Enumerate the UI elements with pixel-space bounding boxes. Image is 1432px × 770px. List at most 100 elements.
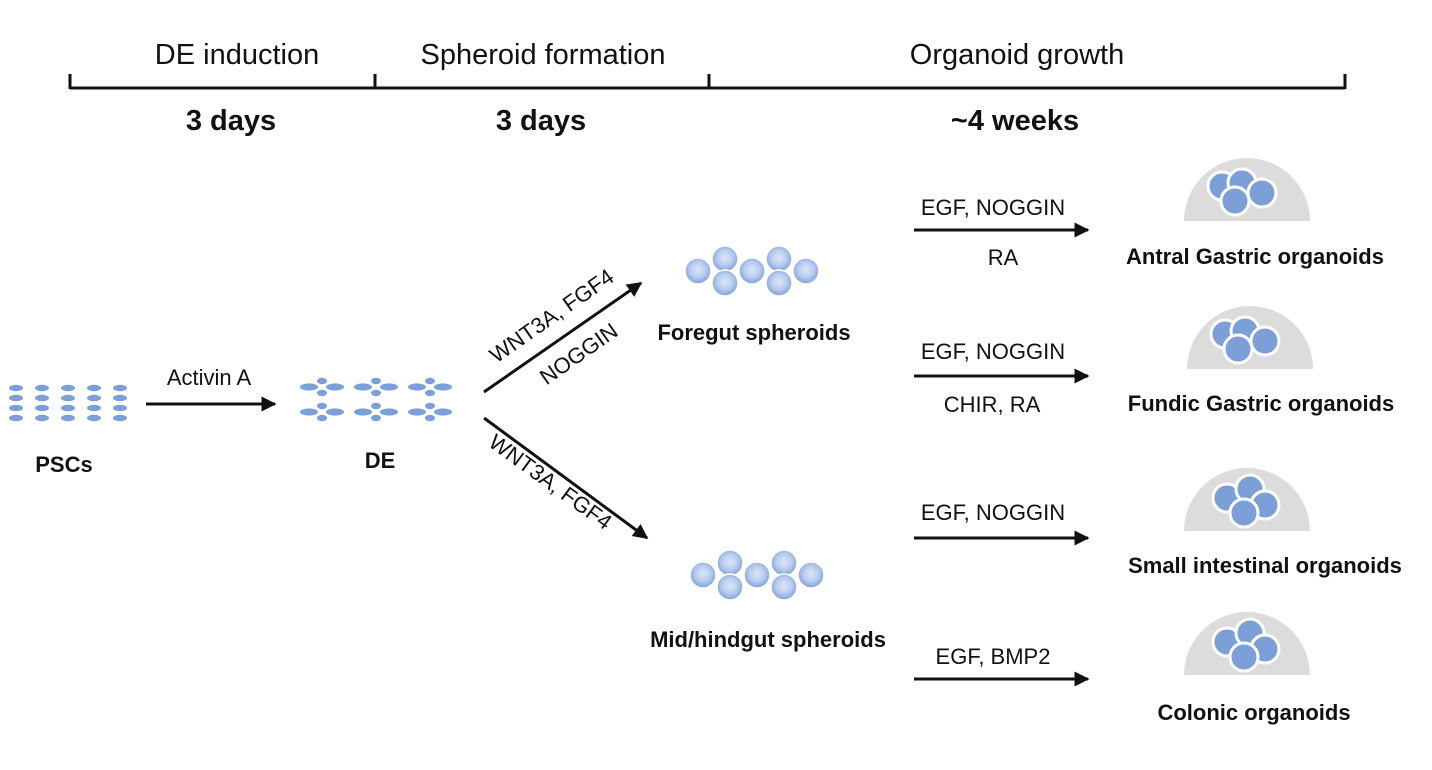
- psc-cells-icon: [9, 384, 127, 422]
- de-cell: [434, 383, 452, 391]
- spheroid: [711, 269, 739, 297]
- de-cell: [434, 408, 452, 416]
- de-cell: [408, 383, 426, 391]
- de-cell: [371, 414, 381, 422]
- de-cell-cluster: [300, 377, 344, 397]
- psc-cell: [113, 384, 127, 392]
- organoid-bud: [1222, 333, 1254, 365]
- duration-spheroid-formation: 3 days: [496, 105, 586, 137]
- de-cell: [425, 389, 435, 397]
- organoid-bud: [1219, 185, 1251, 217]
- psc-cell: [87, 414, 101, 422]
- psc-cell: [87, 404, 101, 412]
- psc-cell: [87, 394, 101, 402]
- de-cell: [425, 377, 435, 385]
- de-cell: [317, 377, 327, 385]
- fundic-organoid-label: Fundic Gastric organoids: [1128, 391, 1394, 416]
- small-intestinal-factors-top: EGF, NOGGIN: [921, 500, 1065, 525]
- de-cell-cluster: [354, 377, 398, 397]
- duration-de-induction: 3 days: [186, 105, 276, 137]
- psc-cell: [9, 394, 23, 402]
- spheroid: [716, 573, 744, 601]
- colonic-organoid-icon: [1184, 612, 1310, 675]
- small-intestinal-organoid-icon: [1184, 468, 1310, 531]
- spheroid: [765, 245, 793, 273]
- fundic-factors-top: EGF, NOGGIN: [921, 339, 1065, 364]
- organoid-branch-fundic: EGF, NOGGIN CHIR, RA Fundic Gastric orga…: [914, 306, 1394, 417]
- organoid-branch-small-intestinal: EGF, NOGGIN Small intestinal organoids: [914, 468, 1402, 578]
- de-cell: [408, 408, 426, 416]
- organoid-bud: [1246, 177, 1278, 209]
- organoid-bud: [1228, 497, 1260, 529]
- de-cell: [300, 408, 318, 416]
- psc-cell: [35, 384, 49, 392]
- organoid-bud: [1249, 325, 1281, 357]
- antral-organoid-label: Antral Gastric organoids: [1126, 244, 1384, 269]
- foregut-spheroids-icon: [684, 245, 820, 297]
- foregut-arrow: [483, 281, 643, 394]
- psc-cell: [35, 394, 49, 402]
- spheroid: [765, 269, 793, 297]
- psc-cell: [87, 384, 101, 392]
- psc-cell: [61, 404, 75, 412]
- duration-organoid-growth: ~4 weeks: [951, 105, 1079, 137]
- de-cells-icon: [300, 377, 452, 422]
- psc-cell: [9, 384, 23, 392]
- psc-cell: [113, 404, 127, 412]
- hindgut-factors: WNT3A, FGF4: [484, 429, 616, 535]
- stage-label-de-induction: DE induction: [155, 39, 319, 71]
- de-cell: [317, 414, 327, 422]
- spheroid: [738, 257, 766, 285]
- small-intestinal-organoid-label: Small intestinal organoids: [1128, 553, 1402, 578]
- psc-cell: [35, 414, 49, 422]
- stage-label-spheroid-formation: Spheroid formation: [420, 39, 665, 71]
- spheroid: [689, 561, 717, 589]
- psc-cell: [61, 394, 75, 402]
- de-cell: [371, 377, 381, 385]
- de-cell: [380, 408, 398, 416]
- de-cell-cluster: [408, 402, 452, 422]
- de-cell: [354, 383, 372, 391]
- fundic-factors-bottom: CHIR, RA: [944, 392, 1041, 417]
- hindgut-arrow: [483, 416, 649, 540]
- spheroid: [770, 549, 798, 577]
- psc-cell: [9, 414, 23, 422]
- de-cell-cluster: [408, 377, 452, 397]
- pscs-label: PSCs: [35, 452, 92, 477]
- spheroid: [792, 257, 820, 285]
- psc-cell: [35, 404, 49, 412]
- de-cell-cluster: [354, 402, 398, 422]
- de-cell: [371, 402, 381, 410]
- de-cell: [380, 383, 398, 391]
- fundic-organoid-icon: [1187, 306, 1313, 369]
- psc-cell: [9, 404, 23, 412]
- de-cell: [326, 408, 344, 416]
- de-cell: [317, 389, 327, 397]
- colonic-factors-top: EGF, BMP2: [936, 644, 1051, 669]
- de-cell: [425, 414, 435, 422]
- stage-label-organoid-growth: Organoid growth: [910, 39, 1124, 71]
- de-cell-cluster: [300, 402, 344, 422]
- organoid-bud: [1228, 641, 1260, 673]
- organoid-branch-colonic: EGF, BMP2 Colonic organoids: [914, 612, 1351, 725]
- de-cell: [326, 383, 344, 391]
- organoid-branch-antral: EGF, NOGGIN RA Antral Gastric organoids: [914, 158, 1384, 270]
- psc-cell: [61, 384, 75, 392]
- de-cell: [425, 402, 435, 410]
- spheroid: [711, 245, 739, 273]
- de-cell: [371, 389, 381, 397]
- midhindgut-spheroids-label: Mid/hindgut spheroids: [650, 627, 886, 652]
- spheroid: [684, 257, 712, 285]
- spheroid: [770, 573, 798, 601]
- antral-organoid-icon: [1184, 158, 1310, 221]
- foregut-spheroids-label: Foregut spheroids: [657, 320, 850, 345]
- spheroid: [743, 561, 771, 589]
- activin-label: Activin A: [167, 365, 252, 390]
- de-label: DE: [365, 448, 396, 473]
- psc-cell: [113, 414, 127, 422]
- timeline: DE induction Spheroid formation Organoid…: [68, 39, 1347, 137]
- psc-cell: [113, 394, 127, 402]
- antral-factors-bottom: RA: [988, 245, 1019, 270]
- de-cell: [300, 383, 318, 391]
